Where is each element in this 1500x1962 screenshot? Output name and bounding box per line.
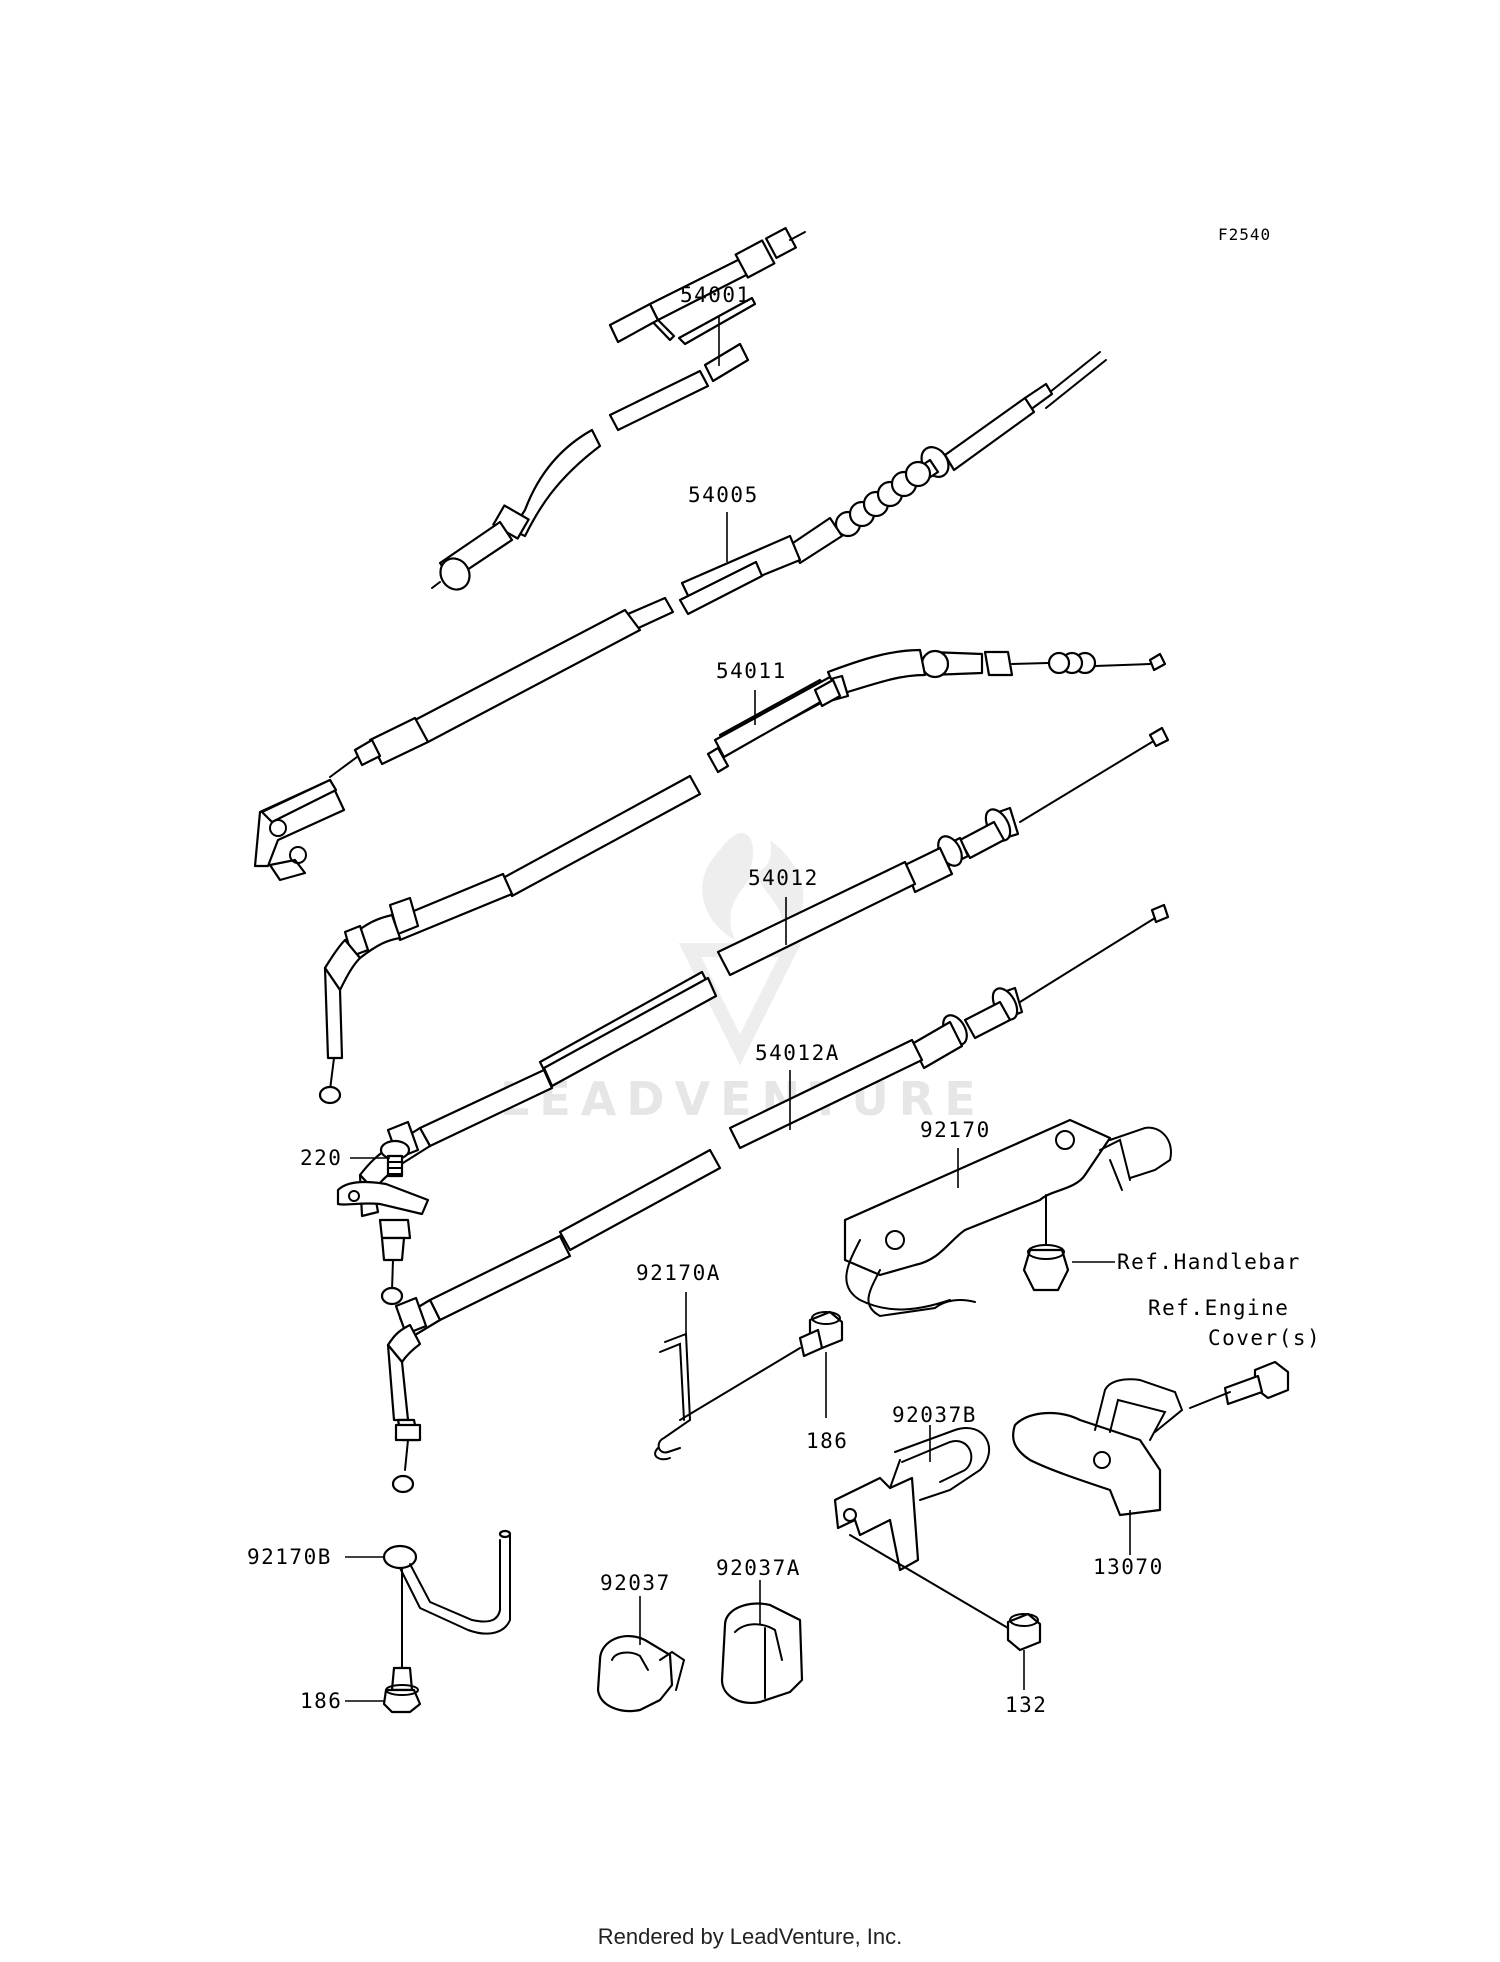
speedometer-cable-54001	[431, 227, 806, 591]
footer-credit: Rendered by LeadVenture, Inc.	[597, 1924, 903, 1949]
callout-54001: 54001	[680, 283, 751, 307]
diagram-code: F2540	[1218, 225, 1271, 244]
clamp-92037A	[720, 1602, 804, 1704]
leader-lines	[345, 316, 1131, 1702]
screw-220	[379, 1139, 411, 1178]
callout-186-lower: 186	[300, 1689, 342, 1713]
callout-92037B: 92037B	[892, 1403, 977, 1427]
callout-92037: 92037	[600, 1571, 671, 1595]
callout-13070: 13070	[1093, 1555, 1164, 1579]
clutch-cable-54005	[253, 351, 1107, 882]
watermark-text: LEADVENTURE	[500, 1072, 986, 1126]
callout-54005: 54005	[688, 483, 759, 507]
callout-54012: 54012	[748, 866, 819, 890]
callout-92170: 92170	[920, 1118, 991, 1142]
callout-92037A: 92037A	[716, 1556, 801, 1580]
callout-ref-handlebar: Ref.Handlebar	[1117, 1250, 1301, 1274]
handlebar-nut	[1022, 1194, 1070, 1292]
bracket-13070	[1012, 1378, 1184, 1517]
callout-220: 220	[300, 1146, 342, 1170]
callout-ref-engine-cover: Cover(s)	[1208, 1326, 1321, 1350]
throttle-cable-54012	[716, 726, 1170, 977]
bolt-186-lower	[382, 1567, 422, 1714]
bolt-186-upper	[679, 1310, 844, 1421]
callout-132: 132	[1005, 1693, 1047, 1717]
watermark: LEADVENTURE	[500, 832, 986, 1126]
callout-186-upper: 186	[806, 1429, 848, 1453]
wire-92170A	[654, 1332, 692, 1461]
throttle-cable-54012A	[386, 903, 1170, 1494]
clamp-92037	[596, 1635, 686, 1713]
choke-cable-54011-upper	[713, 675, 842, 759]
bolt-132	[849, 1534, 1042, 1652]
wire-92170B	[382, 1529, 512, 1635]
bracket-92170	[843, 1118, 1172, 1318]
callout-54012A: 54012A	[755, 1041, 840, 1065]
clamp-92037B	[833, 1427, 991, 1572]
callout-92170B: 92170B	[247, 1545, 332, 1569]
callout-ref-engine: Ref.Engine	[1148, 1296, 1289, 1320]
engine-cover-bolt	[1189, 1360, 1290, 1409]
callout-92170A: 92170A	[636, 1261, 721, 1285]
callout-54011: 54011	[716, 659, 787, 683]
